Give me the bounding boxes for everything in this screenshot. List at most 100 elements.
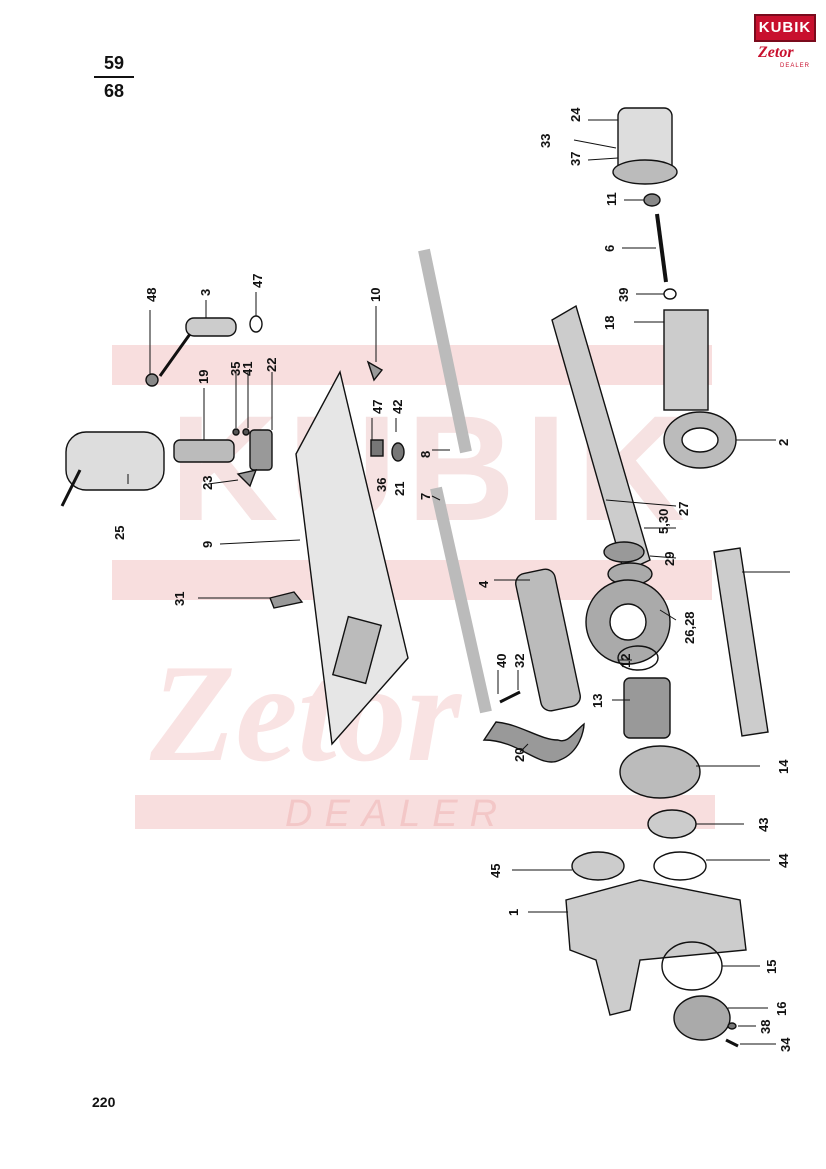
label-8: 8 xyxy=(418,451,433,458)
part-22-cap xyxy=(249,429,273,471)
part-8-rod xyxy=(418,248,472,454)
fraction-bar xyxy=(94,76,134,78)
fraction-top: 59 xyxy=(103,53,125,73)
label-12: 12 xyxy=(618,654,633,668)
leader-27 xyxy=(605,499,677,507)
label-6: 6 xyxy=(602,245,617,252)
part-27-long-shaft xyxy=(551,304,651,573)
part-24-flange xyxy=(612,159,678,185)
label-48: 48 xyxy=(144,288,159,302)
label-33: 33 xyxy=(538,134,553,148)
part-10-clip xyxy=(366,360,384,382)
part-45-seal xyxy=(571,851,625,881)
part-39-ring xyxy=(663,288,677,300)
part-13-bush xyxy=(623,677,671,739)
label-36: 36 xyxy=(374,478,389,492)
label-16: 16 xyxy=(774,1002,789,1016)
leader-29 xyxy=(649,555,677,559)
part-16-cover xyxy=(673,995,731,1041)
label-47-ring: 47 xyxy=(250,274,265,288)
label-20: 20 xyxy=(512,748,527,762)
leader-26-28 xyxy=(659,609,677,621)
part-48-ball xyxy=(145,373,159,387)
leader-lines xyxy=(127,119,790,1045)
label-40: 40 xyxy=(494,654,509,668)
label-10: 10 xyxy=(368,288,383,302)
label-45: 45 xyxy=(488,864,503,878)
leader-7 xyxy=(431,495,441,501)
label-7: 7 xyxy=(418,493,433,500)
part-34-screw xyxy=(725,1038,739,1048)
label-9: 9 xyxy=(200,541,215,548)
label-1: 1 xyxy=(506,909,521,916)
label-3: 3 xyxy=(198,289,213,296)
label-18: 18 xyxy=(602,316,617,330)
part-1-housing xyxy=(565,879,747,1016)
label-24: 24 xyxy=(568,107,583,122)
part-labels: 24 33 37 11 6 39 18 2 27 5,30 29 26,28 4… xyxy=(112,107,793,1052)
part-19-shaft xyxy=(173,439,235,463)
section-fraction: 59 68 xyxy=(92,54,136,100)
label-38: 38 xyxy=(758,1020,773,1034)
part-11-nut xyxy=(643,193,661,207)
part-3-lever xyxy=(158,333,192,377)
label-47-detent: 47 xyxy=(370,400,385,414)
label-35: 35 xyxy=(228,362,243,376)
label-37: 37 xyxy=(568,152,583,166)
fraction-bottom: 68 xyxy=(103,81,125,101)
label-32: 32 xyxy=(512,654,527,668)
part-26-28-gear-bore xyxy=(609,603,647,641)
part-47-ring xyxy=(249,315,263,333)
part-9-plate-window xyxy=(331,615,383,685)
part-20-fork xyxy=(482,721,585,763)
label-41: 41 xyxy=(240,362,255,376)
label-27: 27 xyxy=(676,502,691,516)
label-13: 13 xyxy=(590,694,605,708)
label-25: 25 xyxy=(112,526,127,540)
leader-23 xyxy=(207,479,239,485)
label-14: 14 xyxy=(776,759,791,774)
label-4: 4 xyxy=(476,580,491,588)
label-43: 43 xyxy=(756,818,771,832)
part-2-bearing-bore xyxy=(681,427,719,453)
kubik-zetor-logo: KUBIK Zetor DEALER xyxy=(754,14,816,72)
logo-sub: Zetor xyxy=(758,44,794,61)
part-14-gear xyxy=(619,745,701,799)
label-21: 21 xyxy=(392,482,407,496)
label-15: 15 xyxy=(764,960,779,974)
logo-tag: DEALER xyxy=(780,63,811,69)
logo-brand: KUBIK xyxy=(754,14,816,42)
part-31-plug xyxy=(269,591,304,609)
leader-9 xyxy=(219,539,301,545)
part-9-plate xyxy=(295,370,409,746)
part-44-ring xyxy=(653,851,707,881)
label-5-30: 5,30 xyxy=(656,509,671,534)
part-35-pin xyxy=(232,428,240,436)
leader-37 xyxy=(587,157,619,161)
label-42: 42 xyxy=(390,400,405,414)
part-3-pin xyxy=(185,317,237,337)
label-39: 39 xyxy=(616,288,631,302)
label-23: 23 xyxy=(200,476,215,490)
label-26-28: 26,28 xyxy=(682,611,697,644)
part-4-gear-shaft xyxy=(515,568,581,712)
label-29: 29 xyxy=(662,552,677,566)
part-38-washer xyxy=(727,1022,737,1030)
part-18-shaft xyxy=(663,309,709,411)
label-19: 19 xyxy=(196,370,211,384)
part-7-rod xyxy=(430,486,492,714)
part-23-clip xyxy=(236,469,258,488)
label-44: 44 xyxy=(776,853,791,868)
page-number: 220 xyxy=(92,1094,116,1110)
part-6-bolt xyxy=(655,213,668,283)
label-31: 31 xyxy=(172,592,187,606)
label-2: 2 xyxy=(776,439,791,446)
part-36-spring xyxy=(370,439,384,457)
part-43-ring xyxy=(647,809,697,839)
leader-20 xyxy=(519,743,529,753)
label-11: 11 xyxy=(604,192,619,206)
part-25-rod xyxy=(60,469,82,507)
part-12-washer xyxy=(617,645,659,671)
